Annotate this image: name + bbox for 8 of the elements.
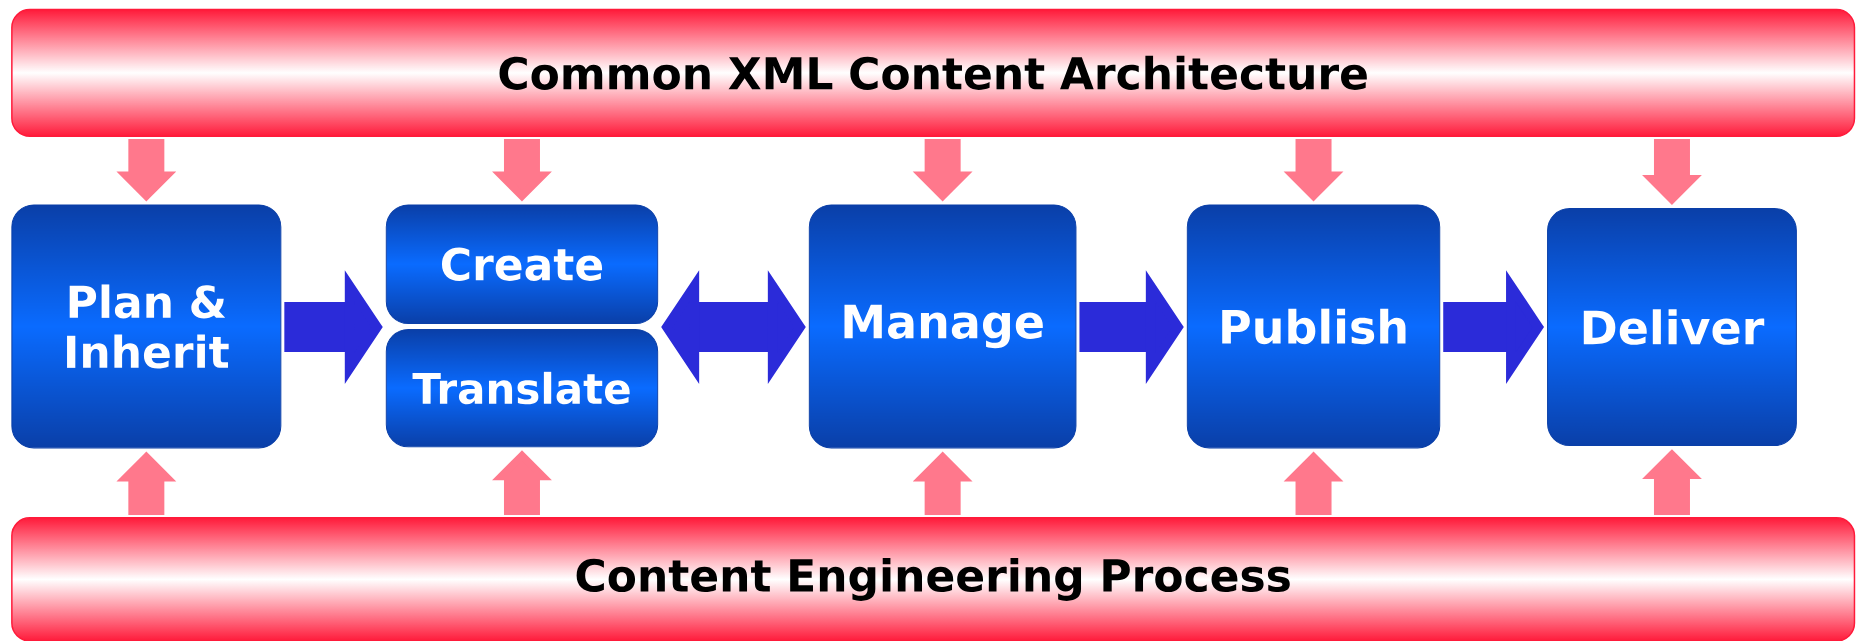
process-box: Deliver [1547,208,1797,447]
banner-bar: Content Engineering Process [11,517,1856,641]
process-box: Publish [1186,204,1441,449]
process-box: Translate [385,328,659,448]
process-box: Manage [808,204,1077,449]
process-box: Plan & Inherit [11,204,282,449]
banner-bar: Common XML Content Architecture [11,8,1856,137]
process-box: Create [385,204,659,324]
